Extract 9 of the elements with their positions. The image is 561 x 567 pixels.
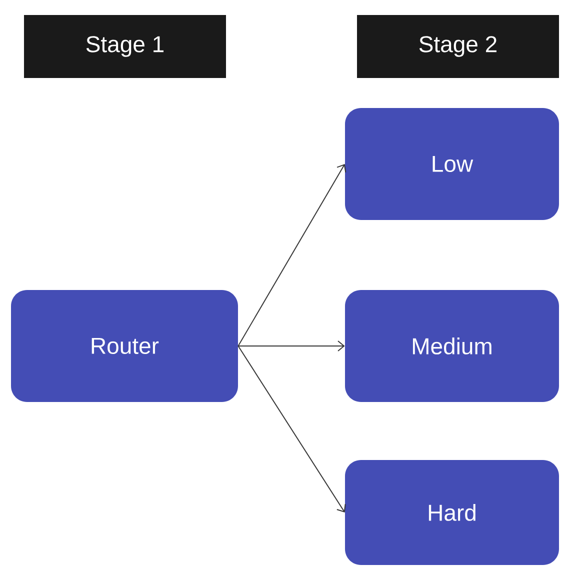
header-box: Stage 1 xyxy=(24,15,226,78)
process-box: Hard xyxy=(345,460,559,565)
arrow xyxy=(238,346,346,512)
arrow xyxy=(238,164,346,346)
process-box: Medium xyxy=(345,290,559,402)
header-box: Stage 2 xyxy=(357,15,559,78)
arrow xyxy=(238,340,345,352)
process-box: Low xyxy=(345,108,559,220)
process-box: Router xyxy=(11,290,238,402)
